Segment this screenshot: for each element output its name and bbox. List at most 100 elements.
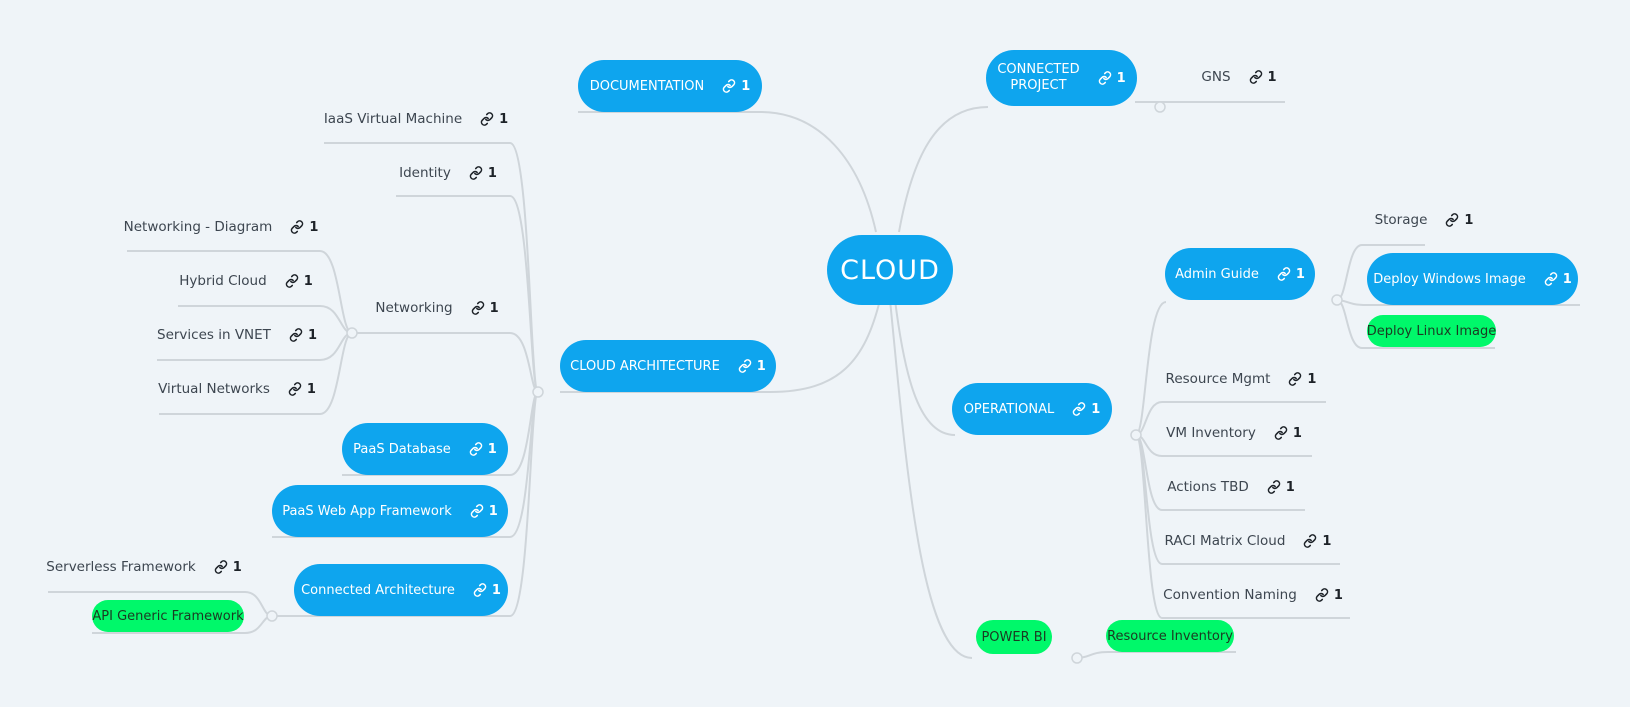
link-icon <box>471 301 484 315</box>
topic-serverless-framework[interactable]: Serverless Framework 1 <box>46 554 241 580</box>
link-badge[interactable]: 1 <box>722 79 750 94</box>
link-count: 1 <box>303 273 313 289</box>
topic-label: Resource Inventory <box>1107 628 1233 644</box>
link-icon <box>473 583 487 597</box>
topic-actions-tbd[interactable]: Actions TBD 1 <box>1167 474 1295 500</box>
link-badge[interactable]: 1 <box>1267 480 1295 495</box>
link-icon <box>288 382 302 396</box>
topic-power-bi[interactable]: POWER BI <box>976 620 1052 654</box>
topic-label: Virtual Networks <box>158 381 270 397</box>
link-badge[interactable]: 1 <box>473 583 501 598</box>
topic-gns[interactable]: GNS 1 <box>1190 64 1288 90</box>
topic-resource-mgmt[interactable]: Resource Mgmt 1 <box>1165 366 1317 392</box>
topic-cloud-architecture[interactable]: CLOUD ARCHITECTURE 1 <box>560 340 776 392</box>
topic-networking-diagram[interactable]: Networking - Diagram 1 <box>123 214 319 240</box>
link-count: 1 <box>487 165 497 181</box>
link-count: 1 <box>1267 69 1277 85</box>
link-count: 1 <box>232 559 242 575</box>
topic-label: IaaS Virtual Machine <box>323 111 463 127</box>
link-badge[interactable]: 1 <box>480 112 508 127</box>
topic-label: Networking <box>375 300 453 316</box>
topic-resource-inventory[interactable]: Resource Inventory <box>1106 620 1234 652</box>
link-badge[interactable]: 1 <box>1277 267 1305 282</box>
topic-connected-project[interactable]: CONNECTED PROJECT 1 <box>986 50 1137 106</box>
topic-label: Admin Guide <box>1175 266 1259 282</box>
topic-paas-web-app-framework[interactable]: PaaS Web App Framework 1 <box>272 485 508 537</box>
link-badge[interactable]: 1 <box>470 504 498 519</box>
topic-admin-guide[interactable]: Admin Guide 1 <box>1165 248 1315 300</box>
topic-deploy-windows-image[interactable]: Deploy Windows Image 1 <box>1367 253 1578 305</box>
topic-storage[interactable]: Storage 1 <box>1366 207 1482 233</box>
link-badge[interactable]: 1 <box>469 442 497 457</box>
topic-connected-architecture[interactable]: Connected Architecture 1 <box>294 564 508 616</box>
link-badge[interactable]: 1 <box>290 220 318 235</box>
topic-label: GNS <box>1201 69 1231 85</box>
link-badge[interactable]: 1 <box>1303 534 1331 549</box>
link-count: 1 <box>1333 587 1343 603</box>
link-badge[interactable]: 1 <box>1315 588 1343 603</box>
link-icon <box>285 274 298 288</box>
topic-documentation[interactable]: DOCUMENTATION 1 <box>578 60 762 112</box>
link-count: 1 <box>499 111 509 127</box>
topic-label: Networking - Diagram <box>123 219 273 235</box>
topic-deploy-linux-image[interactable]: Deploy Linux Image <box>1367 315 1496 347</box>
topic-networking[interactable]: Networking 1 <box>372 295 502 321</box>
link-icon <box>1267 480 1280 494</box>
topic-virtual-networks[interactable]: Virtual Networks 1 <box>158 376 316 402</box>
link-count: 1 <box>756 358 766 374</box>
link-count: 1 <box>306 381 316 397</box>
link-icon <box>1289 372 1302 386</box>
topic-label: OPERATIONAL <box>963 401 1055 417</box>
link-badge[interactable]: 1 <box>1249 70 1277 85</box>
topic-label: Connected Architecture <box>301 582 455 598</box>
topic-label: Resource Mgmt <box>1165 371 1271 387</box>
link-count: 1 <box>1091 401 1101 417</box>
topic-label: CLOUD ARCHITECTURE <box>570 358 720 374</box>
link-badge[interactable]: 1 <box>285 274 313 289</box>
link-count: 1 <box>1285 479 1295 495</box>
topic-operational[interactable]: OPERATIONAL 1 <box>952 383 1112 435</box>
link-badge[interactable]: 1 <box>1445 213 1473 228</box>
link-badge[interactable]: 1 <box>1544 272 1572 287</box>
topic-paas-database[interactable]: PaaS Database 1 <box>342 423 508 475</box>
link-icon <box>1277 267 1291 281</box>
topic-services-in-vnet[interactable]: Services in VNET 1 <box>157 322 317 348</box>
link-badge[interactable]: 1 <box>469 166 497 181</box>
link-badge[interactable]: 1 <box>1072 402 1100 417</box>
topic-identity[interactable]: Identity 1 <box>396 160 500 186</box>
topic-api-generic-framework[interactable]: API Generic Framework <box>92 600 244 632</box>
topic-label: PaaS Database <box>353 441 451 457</box>
link-badge[interactable]: 1 <box>471 301 499 316</box>
link-count: 1 <box>1307 371 1317 387</box>
link-icon <box>1072 402 1086 416</box>
topic-label: DOCUMENTATION <box>589 78 705 94</box>
link-icon <box>1249 70 1262 84</box>
link-icon <box>1544 272 1557 286</box>
link-badge[interactable]: 1 <box>288 382 316 397</box>
link-badge[interactable]: 1 <box>1098 71 1126 86</box>
link-count: 1 <box>741 78 751 94</box>
link-badge[interactable]: 1 <box>214 560 242 575</box>
link-icon <box>1274 426 1288 440</box>
topic-hybrid-cloud[interactable]: Hybrid Cloud 1 <box>178 268 314 294</box>
topic-label: RACI Matrix Cloud <box>1164 533 1286 549</box>
topic-raci-matrix-cloud[interactable]: RACI Matrix Cloud 1 <box>1164 528 1332 554</box>
topic-label: Identity <box>399 165 451 181</box>
link-icon <box>470 504 484 518</box>
topic-label: Serverless Framework <box>46 559 196 575</box>
link-badge[interactable]: 1 <box>738 359 766 374</box>
link-icon <box>1315 588 1329 602</box>
link-icon <box>291 220 304 234</box>
topic-iaas-virtual-machine[interactable]: IaaS Virtual Machine 1 <box>324 106 508 132</box>
root-topic-cloud[interactable]: CLOUD <box>827 235 953 305</box>
link-badge[interactable]: 1 <box>289 328 317 343</box>
link-count: 1 <box>487 441 497 457</box>
topic-convention-naming[interactable]: Convention Naming 1 <box>1163 582 1343 608</box>
link-count: 1 <box>488 503 498 519</box>
link-badge[interactable]: 1 <box>1274 426 1302 441</box>
link-count: 1 <box>1295 266 1305 282</box>
topic-vm-inventory[interactable]: VM Inventory 1 <box>1166 420 1302 446</box>
link-badge[interactable]: 1 <box>1288 372 1316 387</box>
link-icon <box>289 328 303 342</box>
